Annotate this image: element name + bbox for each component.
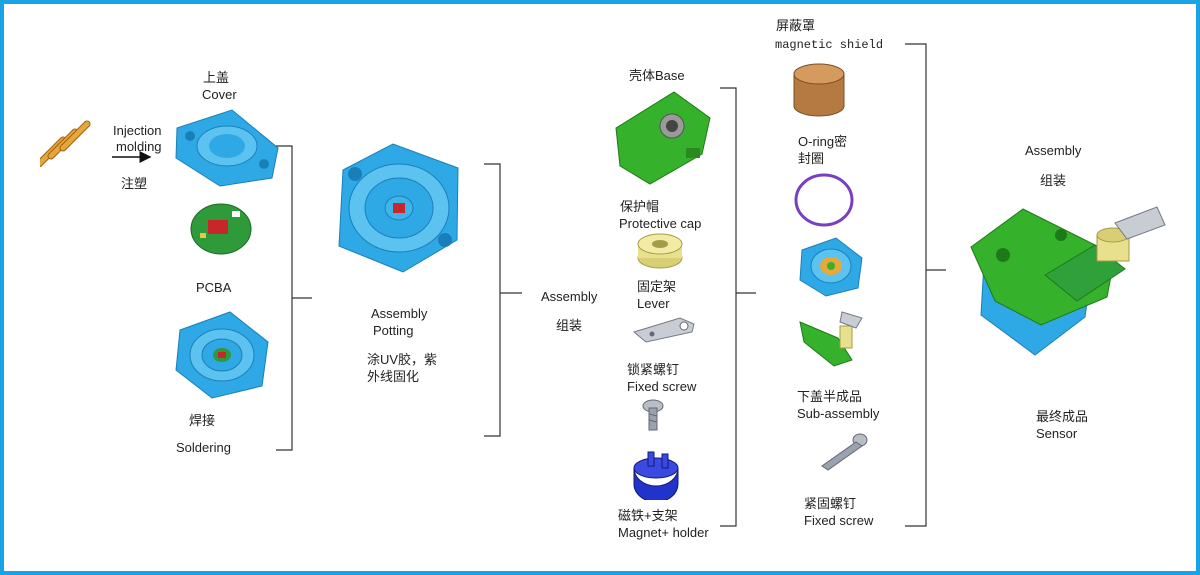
potting-label: Potting [373,323,414,338]
protective-cap-icon [637,233,683,269]
stage3-assembly-cn-label: 组装 [556,318,583,333]
sub-assembly-icon [799,311,863,367]
fastening-screw-icon [821,433,868,471]
sub-en-label: Sub-assembly [797,406,880,421]
injection-label: Injection [113,123,162,138]
pcba-board-icon [190,203,252,255]
fixed-screw-icon [642,399,664,431]
cover-part-icon [175,109,279,187]
lever-cn-label: 固定架 [637,279,677,294]
sub-cn-label: 下盖半成品 [797,389,863,404]
lever-bracket-icon [632,317,695,343]
molding-label: molding [116,139,162,154]
final-en-label: Sensor [1036,426,1078,441]
pcba-label: PCBA [196,280,232,295]
soldered-cover-icon [175,311,269,399]
potted-cover-icon [338,143,459,273]
magnet-en-label: Magnet+ holder [618,525,709,540]
cap-cn-label: 保护帽 [620,199,660,214]
final-cn-label: 最终成品 [1036,409,1089,424]
stage5-assembly-label: Assembly [1025,143,1082,158]
shield-en-label: magnetic shield [775,38,884,52]
base-label: 壳体Base [629,68,685,83]
cover-cn-label: 上盖 [203,70,230,85]
screw-en-label: Fixed screw [627,379,697,394]
uv-line2-label: 外线固化 [367,369,420,384]
lever-en-label: Lever [637,296,670,311]
base-housing-icon [615,91,711,185]
o-ring-icon [794,173,854,227]
magnetic-shield-icon [793,63,845,117]
magnet-cn-label: 磁铁+支架 [618,508,678,523]
magnet-holder-icon [633,451,679,500]
stage3-assembly-label: Assembly [541,289,598,304]
oring-line2-label: 封圈 [798,151,825,166]
oring-line1-label: O-ring密 [798,134,848,149]
injection-cn-label: 注塑 [121,176,148,191]
soldering-cn-label: 焊接 [189,413,216,428]
screw2-cn-label: 紧固螺钉 [804,496,857,511]
stage2-assembly-label: Assembly [371,306,428,321]
uv-line1-label: 涂UV胶，紫 [367,352,438,367]
resin-pellets-icon [40,120,91,167]
stage5-assembly-cn-label: 组装 [1040,173,1067,188]
screw-cn-label: 锁紧螺钉 [627,362,680,377]
final-sensor-icon [970,206,1166,356]
lower-cover-icon [799,237,863,297]
shield-cn-label: 屏蔽罩 [776,18,816,33]
cap-en-label: Protective cap [619,216,702,231]
screw2-en-label: Fixed screw [804,513,874,528]
soldering-en-label: Soldering [176,440,231,455]
cover-en-label: Cover [202,87,237,102]
